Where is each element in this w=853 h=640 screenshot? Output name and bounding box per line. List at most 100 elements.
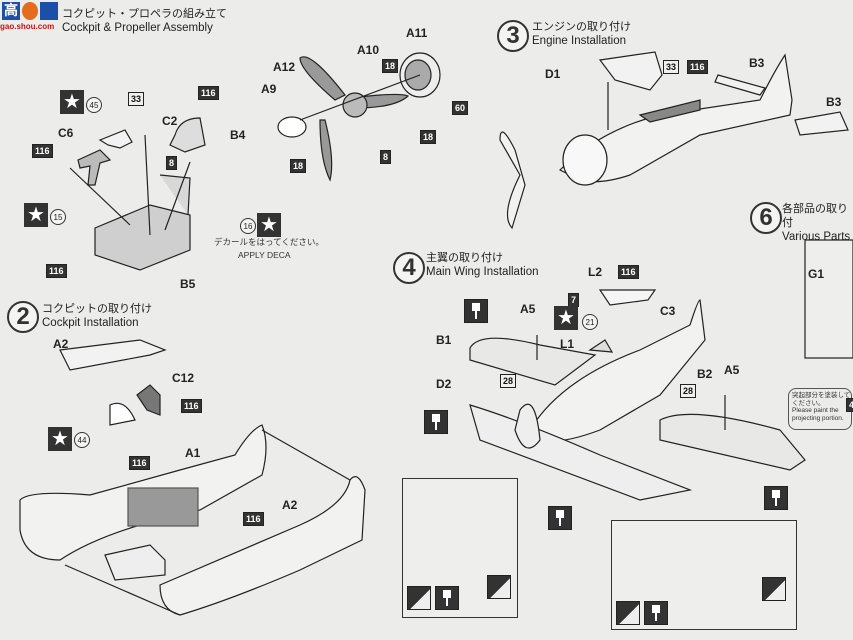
decal-star-icon: ★ — [257, 213, 281, 237]
part-label-b5: B5 — [180, 277, 196, 291]
detail-inset-right — [611, 520, 797, 630]
part-label-l1: L1 — [560, 337, 575, 351]
step1-title: コクピット・プロペラの組み立て Cockpit & Propeller Asse… — [62, 7, 227, 35]
paint-code-116: 116 — [687, 60, 708, 74]
cut-off-icon — [487, 575, 511, 599]
part-label-a5: A5 — [724, 363, 740, 377]
part-label-g1: G1 — [808, 267, 825, 281]
step6-title-jp: 各部品の取り付 — [782, 202, 848, 229]
cut-off-icon — [762, 577, 786, 601]
step2-title-jp: コクピットの取り付け — [42, 302, 152, 315]
part-label-a2: A2 — [282, 498, 298, 512]
paint-code-33: 33 — [128, 92, 145, 106]
step6-title-en: Various Parts — [782, 231, 851, 243]
drill-hole-icon — [464, 299, 488, 323]
paint-code-7: 7 — [568, 293, 580, 307]
paint-code-116: 116 — [129, 456, 150, 470]
watermark-cn-char: 高 — [2, 2, 20, 20]
paint-note-en: Please paint the projecting portion. — [792, 407, 844, 422]
step2-title: コクピットの取り付け Cockpit Installation — [42, 302, 152, 330]
t-piece-c6 — [77, 149, 112, 186]
paint-note-jp: 突起部分を塗装してください。 — [792, 391, 851, 407]
spinner-a9 — [277, 116, 307, 138]
decal-number-15: 15 — [50, 209, 66, 225]
decal-star-icon: ★ — [48, 427, 72, 451]
drill-hole-icon — [548, 506, 572, 530]
paint-code-28: 28 — [680, 384, 697, 398]
step4-title-en: Main Wing Installation — [426, 266, 539, 278]
part-label-c12: C12 — [172, 371, 195, 385]
part-label-l2: L2 — [588, 265, 603, 279]
canopy-l2 — [598, 289, 657, 306]
paint-code-60: 60 — [452, 101, 469, 115]
seat-b4 — [169, 117, 206, 153]
paint-code-8: 8 — [380, 150, 392, 164]
part-label-b1: B1 — [436, 333, 452, 347]
drill-hole-icon — [764, 486, 788, 510]
part-label-d1: D1 — [545, 67, 561, 81]
fuselage-a2 — [159, 476, 366, 616]
step3-number: 3 — [497, 20, 529, 52]
part-label-a2: A2 — [53, 337, 69, 351]
decal-note-en: APPLY DECA — [238, 250, 291, 260]
paint-code-116: 116 — [46, 264, 67, 278]
paint-code-116: 116 — [618, 265, 639, 279]
part-label-b3: B3 — [826, 95, 842, 109]
drill-open-icon — [644, 601, 668, 625]
decal-number-16: 16 — [240, 218, 256, 234]
part-label-c3: C3 — [660, 304, 676, 318]
part-label-a9: A9 — [261, 82, 277, 96]
paint-code-116: 116 — [243, 512, 264, 526]
wing-b2 — [659, 413, 806, 471]
armor-c12 — [136, 384, 161, 416]
step4-title-jp: 主翼の取り付け — [426, 251, 503, 264]
paint-code-33: 33 — [663, 60, 680, 74]
paint-code-18: 18 — [382, 59, 399, 73]
aircraft-step3 — [558, 53, 793, 183]
watermark-url: gao.shou.com — [0, 22, 55, 31]
watermark-logo: 高 gao.shou.com — [0, 0, 60, 34]
part-label-b3: B3 — [749, 56, 765, 70]
cut-off-icon — [407, 586, 431, 610]
part-label-a5: A5 — [520, 302, 536, 316]
paint-code-18: 18 — [420, 130, 437, 144]
part-label-a12: A12 — [273, 60, 296, 74]
part-label-b2: B2 — [697, 367, 713, 381]
decal-number-21: 21 — [582, 314, 598, 330]
step4-number: 4 — [393, 252, 425, 284]
watermark-box-icon — [40, 2, 58, 20]
propeller-blade — [299, 56, 346, 101]
part-label-d2: D2 — [436, 377, 452, 391]
part-label-a1: A1 — [185, 446, 201, 460]
cockpit-tub-b5 — [94, 204, 191, 271]
part-label-b4: B4 — [230, 128, 246, 142]
part-label-a11: A11 — [406, 26, 428, 40]
paint-code-116: 116 — [181, 399, 202, 413]
thumbs-up-icon — [22, 2, 38, 20]
part-label-a10: A10 — [357, 43, 380, 57]
paint-code-partial: 4 — [846, 398, 853, 412]
step2-number: 2 — [7, 301, 39, 333]
drill-hole-icon — [424, 410, 448, 434]
paint-note-box: 突起部分を塗装してください。 Please paint the projecti… — [788, 388, 852, 430]
step1-title-jp: コクピット・プロペラの組み立て — [62, 7, 227, 20]
step2-title-en: Cockpit Installation — [42, 317, 139, 329]
step3-title-jp: エンジンの取り付け — [532, 20, 631, 33]
decal-note-jp: デカールをはってください。 — [214, 238, 324, 248]
paint-code-8: 8 — [166, 156, 178, 170]
paint-code-18: 18 — [290, 159, 307, 173]
decal-star-icon: ★ — [24, 203, 48, 227]
decal-number-44: 44 — [74, 432, 90, 448]
decal-star-icon: ★ — [60, 90, 84, 114]
step6-title: 各部品の取り付 Various Parts — [782, 202, 853, 244]
decal-star-icon: ★ — [554, 306, 578, 330]
step3-title-en: Engine Installation — [532, 35, 626, 47]
cut-off-icon — [616, 601, 640, 625]
part-label-c6: C6 — [58, 126, 74, 140]
wing-b1 — [469, 337, 597, 386]
step6-number: 6 — [750, 202, 782, 234]
aircraft-step4 — [529, 299, 706, 442]
detail-inset-left — [402, 478, 518, 618]
step1-title-en: Cockpit & Propeller Assembly — [62, 22, 213, 34]
